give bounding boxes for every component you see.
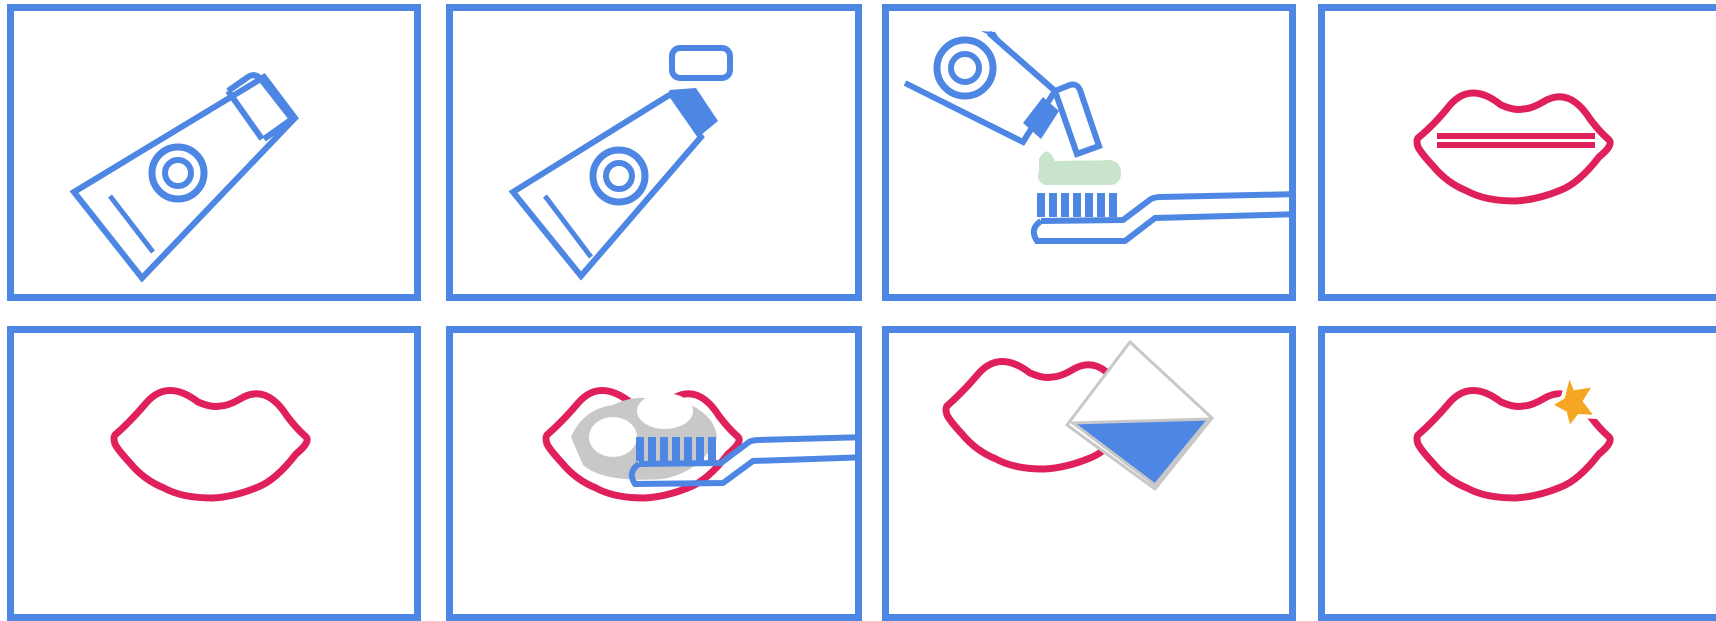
toothbrush-with-paste-icon bbox=[1034, 151, 1296, 241]
toothpaste-tube-uncapped-icon bbox=[453, 11, 862, 301]
step-4-panel bbox=[1318, 4, 1716, 301]
step-7-panel bbox=[882, 326, 1296, 621]
step-3-panel bbox=[882, 4, 1296, 301]
lips-brushing-icon bbox=[453, 333, 862, 621]
lips-open-teeth-icon bbox=[1325, 11, 1716, 301]
cap-icon bbox=[669, 48, 730, 135]
toothpaste-tube-squeezing-icon bbox=[889, 11, 1296, 301]
lips-icon bbox=[889, 333, 1296, 621]
step-6-panel bbox=[446, 326, 862, 621]
lips-icon bbox=[1325, 333, 1716, 621]
step-1-panel bbox=[7, 4, 421, 301]
toothpaste-tube-capped-icon bbox=[14, 11, 421, 301]
step-8-panel bbox=[1318, 326, 1716, 621]
lips-closed-icon bbox=[14, 333, 421, 621]
step-2-panel bbox=[446, 4, 862, 301]
step-5-panel bbox=[7, 326, 421, 621]
